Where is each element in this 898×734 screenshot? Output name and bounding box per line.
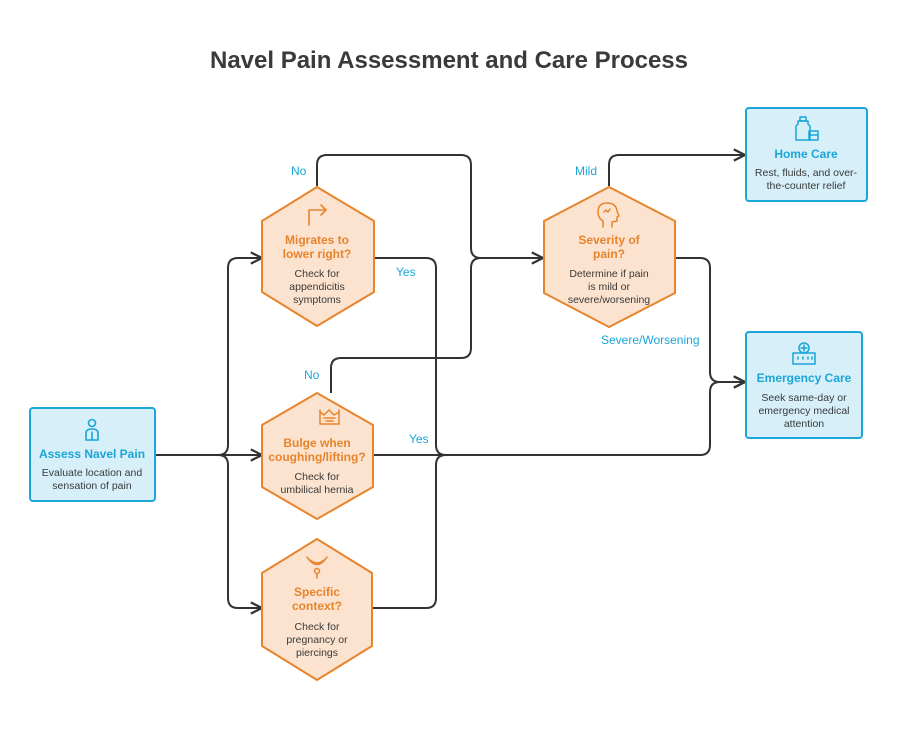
node-severity-title-1: Severity of <box>578 233 640 247</box>
node-severity-desc-2: is mild or <box>588 281 631 293</box>
edge-bulge-no <box>330 257 543 393</box>
edge-severity-severe <box>675 257 745 382</box>
edge-label-bulge-yes: Yes <box>409 432 429 446</box>
node-context: Specific context? Check for pregnancy or… <box>261 538 373 681</box>
edge-assess-to-context <box>155 454 262 608</box>
node-bulge-title-2: coughing/lifting? <box>268 450 365 464</box>
node-assess-desc-2: sensation of pain <box>52 480 132 492</box>
edge-migrates-yes <box>374 257 447 456</box>
node-severity: Severity of pain? Determine if pain is m… <box>543 186 676 328</box>
node-emergency-care-title: Emergency Care <box>757 371 852 385</box>
node-home-care: Home Care Rest, fluids, and over- the-co… <box>745 107 868 202</box>
person-icon <box>85 418 99 441</box>
node-context-desc-1: Check for <box>295 621 340 633</box>
node-home-care-desc-2: the-counter relief <box>767 180 846 192</box>
connectors <box>155 155 745 608</box>
node-emergency-care: Emergency Care Seek same-day or emergenc… <box>745 331 863 439</box>
edge-label-bulge-no: No <box>304 368 320 382</box>
node-context-title-1: Specific <box>294 585 340 599</box>
node-migrates-desc-2: appendicitis <box>289 281 344 293</box>
edge-bulge-yes <box>373 382 745 456</box>
edge-severity-mild <box>608 155 745 186</box>
node-migrates-title-1: Migrates to <box>285 233 349 247</box>
edge-label-migrates-yes: Yes <box>396 265 416 279</box>
node-bulge-desc-1: Check for <box>295 471 340 483</box>
hernia-icon <box>319 409 340 425</box>
node-bulge-desc-2: umbilical hernia <box>281 484 354 496</box>
edge-label-severity-mild: Mild <box>575 164 597 178</box>
node-severity-desc-3: severe/worsening <box>568 294 650 306</box>
node-migrates: Migrates to lower right? Check for appen… <box>261 186 375 327</box>
node-severity-title-2: pain? <box>593 247 625 261</box>
node-context-title-2: context? <box>292 599 342 613</box>
node-assess: Assess Navel Pain Evaluate location and … <box>29 407 156 502</box>
edge-assess-to-migrates <box>155 258 262 456</box>
node-migrates-title-2: lower right? <box>283 247 352 261</box>
node-home-care-title: Home Care <box>774 147 838 161</box>
node-assess-title: Assess Navel Pain <box>39 447 145 461</box>
node-bulge: Bulge when coughing/lifting? Check for u… <box>261 392 374 520</box>
node-emergency-care-desc-2: emergency medical <box>758 405 849 417</box>
node-migrates-desc-1: Check for <box>295 268 340 280</box>
node-emergency-care-desc-1: Seek same-day or <box>761 392 847 404</box>
node-assess-desc-1: Evaluate location and <box>42 467 143 479</box>
edge-label-migrates-no: No <box>291 164 307 178</box>
edge-context-yes <box>372 454 447 609</box>
node-context-desc-3: piercings <box>296 647 338 659</box>
node-bulge-title-1: Bulge when <box>283 436 350 450</box>
node-context-desc-2: pregnancy or <box>286 634 348 646</box>
hospital-icon <box>792 342 816 365</box>
node-severity-desc-1: Determine if pain <box>569 268 649 280</box>
node-home-care-desc-1: Rest, fluids, and over- <box>755 167 858 179</box>
head-icon <box>597 202 620 228</box>
node-migrates-desc-3: symptoms <box>293 294 341 306</box>
edge-label-severity-severe: Severe/Worsening <box>601 333 700 347</box>
piercing-icon <box>306 556 328 579</box>
diagram-title: Navel Pain Assessment and Care Process <box>209 47 689 74</box>
bottle-icon <box>795 116 819 141</box>
edge-migrates-no <box>316 154 543 258</box>
turn-arrow-icon <box>308 204 327 226</box>
node-emergency-care-desc-3: attention <box>784 418 824 430</box>
